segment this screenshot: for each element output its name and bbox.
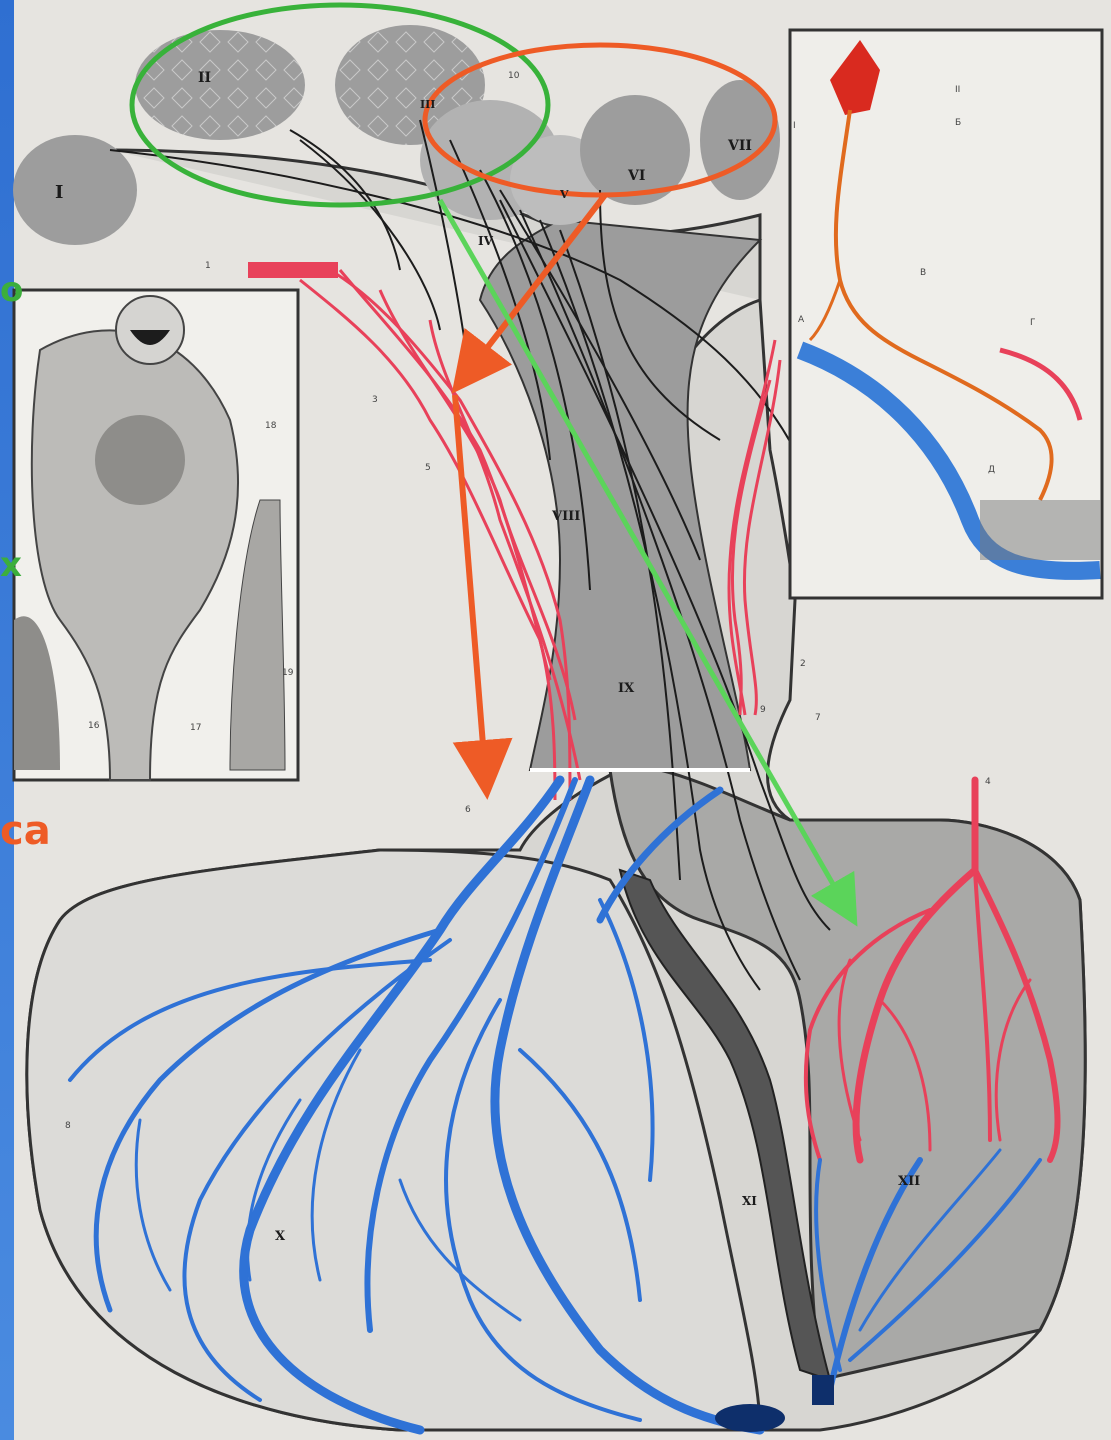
label-stalk: IX xyxy=(618,681,635,696)
callout-19: 19 xyxy=(282,668,294,678)
callout-3: 3 xyxy=(372,395,378,405)
inset-label-4: Г xyxy=(1030,318,1036,328)
label-posterior-lobe: X xyxy=(275,1229,286,1244)
callout-10: 10 xyxy=(508,71,520,81)
callout-7: 7 xyxy=(815,713,821,723)
inset-label-6: А xyxy=(798,315,805,325)
edge-letter-3: ca xyxy=(0,808,51,854)
posterior-lobe-vein-outlet xyxy=(715,1404,785,1432)
callout-1: 1 xyxy=(205,261,211,271)
label-nucleus-I: I xyxy=(55,182,63,203)
callout-2: 2 xyxy=(800,659,806,669)
label-anterior-lobe: XII xyxy=(898,1174,920,1189)
inset-label-1: I xyxy=(793,121,796,131)
inset-neuron-schematic xyxy=(790,30,1102,598)
edge-letter-2: x xyxy=(0,545,22,585)
cell-nucleus xyxy=(95,415,185,505)
label-nucleus-VII: VII xyxy=(727,138,752,154)
inset-label-5: Д xyxy=(988,465,995,475)
callout-18: 18 xyxy=(265,421,277,431)
label-nucleus-VI: VI xyxy=(627,168,645,184)
callout-8: 8 xyxy=(65,1121,71,1131)
label-nucleus-II: II xyxy=(198,70,211,86)
inset-label-3: В xyxy=(920,268,926,278)
superior-hypophyseal-artery xyxy=(248,262,338,278)
callout-6: 6 xyxy=(465,805,471,815)
inset-label-2: Б xyxy=(955,118,961,128)
label-intermediate-lobe: XI xyxy=(742,1194,757,1208)
label-nucleus-V: V xyxy=(559,188,569,201)
inset-neurosecretory-cell xyxy=(14,290,298,780)
callout-9: 9 xyxy=(760,705,766,715)
callout-16: 16 xyxy=(88,721,100,731)
label-nucleus-III: III xyxy=(420,98,435,111)
label-nucleus-IV: IV xyxy=(478,234,494,248)
callout-17: 17 xyxy=(190,723,201,733)
callout-5: 5 xyxy=(425,463,431,473)
label-infundibulum: VIII xyxy=(551,509,580,524)
anterior-lobe-vein-outlet xyxy=(812,1375,834,1405)
edge-letter-1: o xyxy=(0,270,23,310)
callout-4: 4 xyxy=(985,777,991,787)
inset-label-0: II xyxy=(955,85,960,95)
